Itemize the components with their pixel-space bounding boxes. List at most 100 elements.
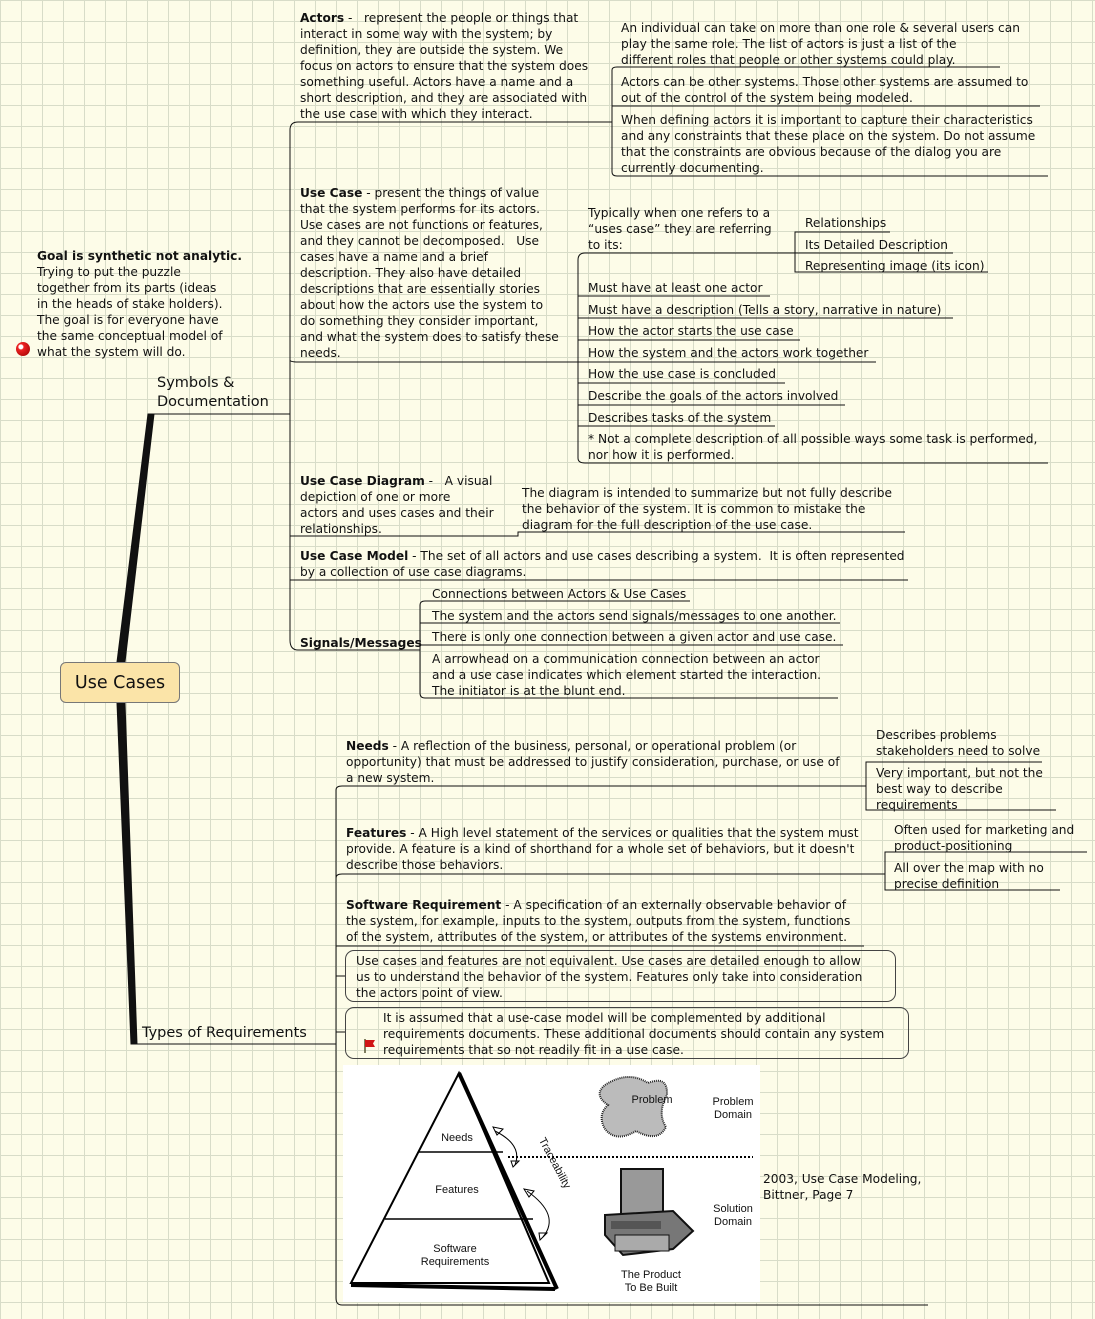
text-line: - present the things of value	[362, 186, 540, 200]
goal-note-line: in the heads of stake holders).	[37, 297, 223, 311]
text-line: - The set of all actors and use cases de…	[408, 549, 905, 563]
requirements-pyramid-image: Needs Features Software Requirements Tra…	[343, 1065, 760, 1302]
pyramid-label-features: Features	[435, 1184, 479, 1196]
text-line: precise definition	[894, 877, 1000, 891]
topic-use-case[interactable]: Use Case - present the things of value t…	[300, 185, 559, 361]
text-line: focus on actors to ensure that the syste…	[300, 59, 589, 73]
actors-detail[interactable]: When defining actors it is important to …	[621, 112, 1035, 176]
not-complete-note[interactable]: * Not a complete description of all poss…	[588, 431, 1037, 463]
term: Actors	[300, 11, 345, 25]
text-line: diagram for the full description of the …	[522, 518, 813, 532]
text-line: of the system, attributes of the system,…	[346, 930, 847, 944]
features-note[interactable]: Often used for marketing and product-pos…	[894, 822, 1074, 854]
text-line: and any constraints that these place on …	[621, 129, 1036, 143]
needs-note[interactable]: Very important, but not the best way to …	[876, 765, 1043, 813]
must-item[interactable]: Must have a description (Tells a story, …	[588, 303, 942, 317]
text-line: best way to describe	[876, 782, 1003, 796]
text-line: short description, and they are associat…	[300, 91, 588, 105]
text-line: us to understand the behavior of the sys…	[356, 970, 863, 984]
citation[interactable]: 2003, Use Case Modeling, Bittner, Page 7	[763, 1171, 921, 1203]
use-case-typically[interactable]: Typically when one refers to a “uses cas…	[588, 205, 772, 253]
branch-types-of-requirements[interactable]: Types of Requirements	[142, 1025, 307, 1041]
text-line: - A High level statement of the services…	[406, 826, 859, 840]
actors-detail[interactable]: An individual can take on more than one …	[621, 20, 1020, 68]
callout-use-cases-vs-features[interactable]: Use cases and features are not equivalen…	[345, 950, 896, 1002]
text-line: the behavior of the system. It is common…	[522, 502, 866, 516]
callout-complemented[interactable]: It is assumed that a use-case model will…	[345, 1007, 909, 1059]
text-line: Software	[433, 1243, 477, 1255]
text-line: - A visual	[424, 474, 493, 488]
term: Features	[346, 826, 407, 840]
topic-features[interactable]: Features - A High level statement of the…	[346, 825, 859, 873]
topic-use-case-diagram[interactable]: Use Case Diagram - A visual depiction of…	[300, 473, 494, 537]
signal-item[interactable]: There is only one connection between a g…	[432, 630, 837, 644]
pyramid-label-software: Software Requirements	[413, 1243, 497, 1269]
must-item[interactable]: Must have at least one actor	[588, 281, 763, 295]
term: Use Case Model	[300, 549, 409, 563]
text-line: to its:	[588, 238, 623, 252]
refers-item[interactable]: Relationships	[805, 216, 887, 230]
text-line: out of the control of the system being m…	[621, 91, 913, 105]
text-line: - A specification of an externally obser…	[501, 898, 847, 912]
refers-item[interactable]: Its Detailed Description	[805, 238, 949, 252]
text-line: product-positioning	[894, 839, 1013, 853]
must-item[interactable]: How the use case is concluded	[588, 367, 776, 381]
must-item[interactable]: Describes tasks of the system	[588, 411, 772, 425]
diagram-detail[interactable]: The diagram is intended to summarize but…	[522, 485, 892, 533]
must-item[interactable]: How the system and the actors work toget…	[588, 346, 869, 360]
text-line: description. They also have detailed	[300, 266, 522, 280]
text-line: Bittner, Page 7	[763, 1188, 854, 1202]
must-item[interactable]: How the actor starts the use case	[588, 324, 794, 338]
text-line: Requirements	[420, 1256, 490, 1268]
topic-actors[interactable]: Actors - represent the people or things …	[300, 10, 588, 122]
solution-domain-label: Solution Domain	[705, 1203, 761, 1229]
text-line: All over the map with no	[894, 861, 1044, 875]
actors-detail[interactable]: Actors can be other systems. Those other…	[621, 74, 1028, 106]
text-line: a new system.	[346, 771, 435, 785]
root-topic[interactable]: Use Cases	[60, 662, 180, 703]
text-line: the system, for example, inputs to the s…	[346, 914, 851, 928]
goal-note-line: The goal is for everyone have	[37, 313, 219, 327]
text-line: The initiator is at the blunt end.	[432, 684, 626, 698]
text-line: play the same role. The list of actors i…	[621, 37, 957, 51]
pyramid-drawing	[349, 1070, 753, 1291]
problem-domain-label: Problem Domain	[705, 1096, 761, 1122]
text-line: - A reflection of the business, personal…	[388, 739, 797, 753]
text-line: the actors point of view.	[356, 986, 503, 1000]
term: Software Requirement	[346, 898, 502, 912]
must-item[interactable]: Describe the goals of the actors involve…	[588, 389, 839, 403]
text-line: and they cannot be decomposed. Use	[300, 234, 540, 248]
text-line: A arrowhead on a communication connectio…	[432, 652, 820, 666]
text-line: needs.	[300, 346, 341, 360]
root-label: Use Cases	[74, 673, 166, 693]
branch-symbols-documentation[interactable]: Symbols & Documentation	[157, 374, 269, 412]
text-line: - represent the people or things that	[344, 11, 579, 25]
text-line: stakeholders need to solve	[876, 744, 1041, 758]
features-note[interactable]: All over the map with no precise definit…	[894, 860, 1044, 892]
text-line: definition, they are outside the system.…	[300, 43, 564, 57]
signal-item[interactable]: Connections between Actors & Use Cases	[432, 587, 687, 601]
signal-item[interactable]: A arrowhead on a communication connectio…	[432, 651, 821, 699]
text-line: To Be Built	[624, 1282, 678, 1294]
topic-software-requirement[interactable]: Software Requirement - A specification o…	[346, 897, 850, 945]
signal-item[interactable]: The system and the actors send signals/m…	[432, 609, 837, 623]
topic-needs[interactable]: Needs - A reflection of the business, pe…	[346, 738, 840, 786]
goal-note-line: together from its parts (ideas	[37, 281, 217, 295]
text-line: Very important, but not the	[876, 766, 1043, 780]
topic-use-case-model[interactable]: Use Case Model - The set of all actors a…	[300, 548, 905, 580]
text-line: Solution	[713, 1203, 753, 1215]
idea-bulb-icon	[16, 342, 30, 356]
text-line: interact in some way with the system; by	[300, 27, 553, 41]
text-line: Use cases are not functions or features,	[300, 218, 543, 232]
pyramid-label-needs: Needs	[441, 1132, 473, 1144]
refers-item[interactable]: Representing image (its icon)	[805, 259, 985, 273]
problem-label: Problem	[631, 1094, 673, 1106]
text-line: requirements	[876, 798, 958, 812]
topic-signals-messages[interactable]: Signals/Messages	[300, 635, 422, 651]
text-line: descriptions that are essentially storie…	[300, 282, 540, 296]
text-line: do something they consider important,	[300, 314, 539, 328]
text-line: 2003, Use Case Modeling,	[763, 1172, 922, 1186]
text-line: and what the system does to satisfy thes…	[300, 330, 559, 344]
needs-note[interactable]: Describes problems stakeholders need to …	[876, 727, 1040, 759]
